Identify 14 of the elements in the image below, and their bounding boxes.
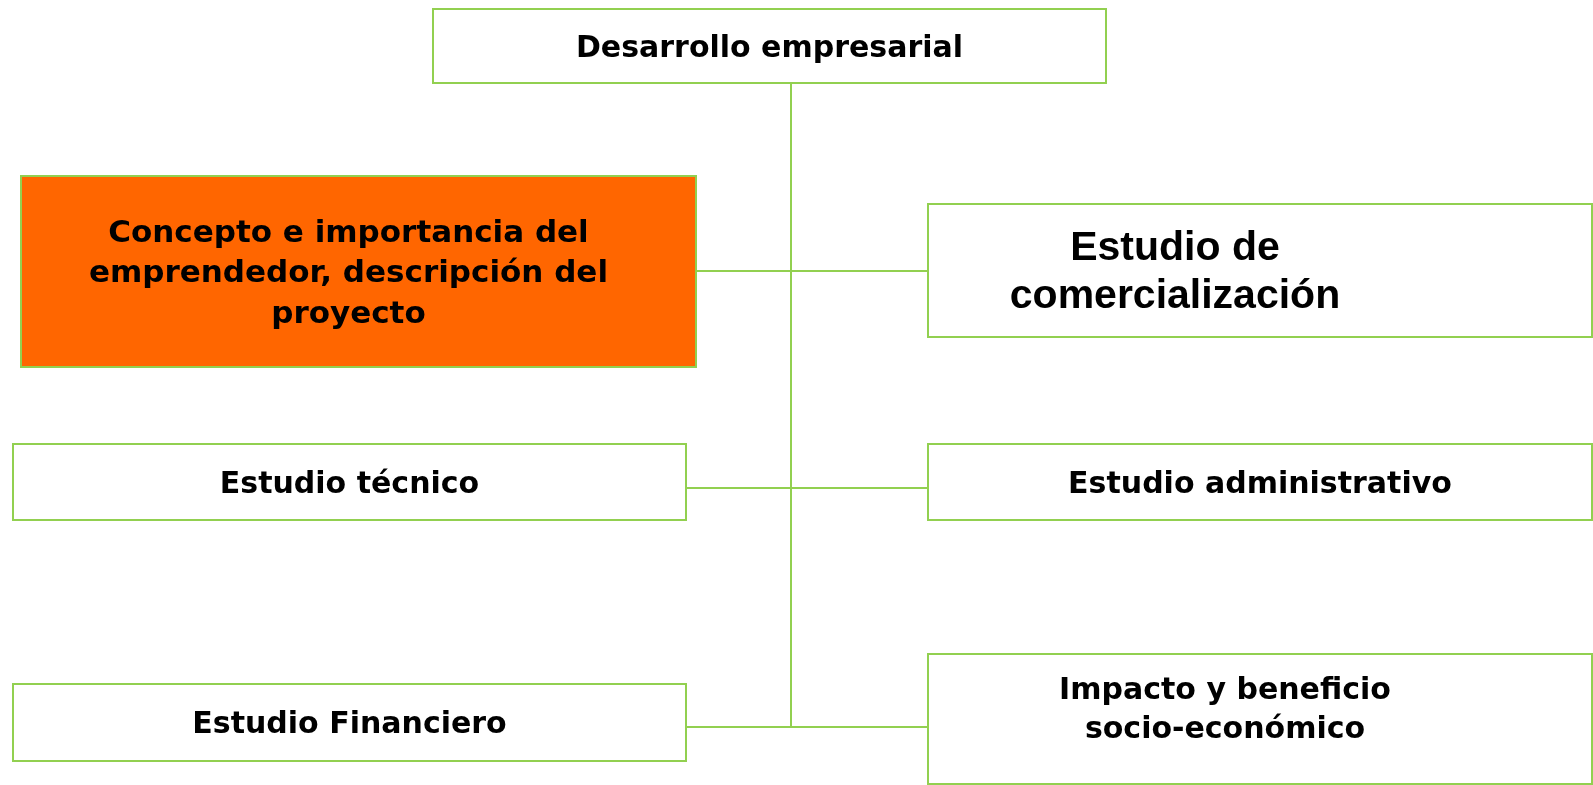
topic-box [12,443,687,521]
topic-box [927,203,1593,338]
topic-box [12,683,687,762]
box-text: Estudio administrativo [1068,463,1452,502]
box-text: Concepto e importancia del emprendedor, descripción del proyecto [87,212,610,332]
topic-box [927,653,1593,785]
box-text: Estudio técnico [219,463,480,502]
box-text: Desarrollo empresarial [575,27,964,66]
box-text: Impacto y beneficio socio-económico [1058,670,1392,747]
topic-box [432,8,1107,84]
topic-box [927,443,1593,521]
box-text: Estudio de comercialización [1008,223,1342,318]
highlighted-box [20,175,697,368]
box-text: Estudio Financiero [192,704,507,742]
